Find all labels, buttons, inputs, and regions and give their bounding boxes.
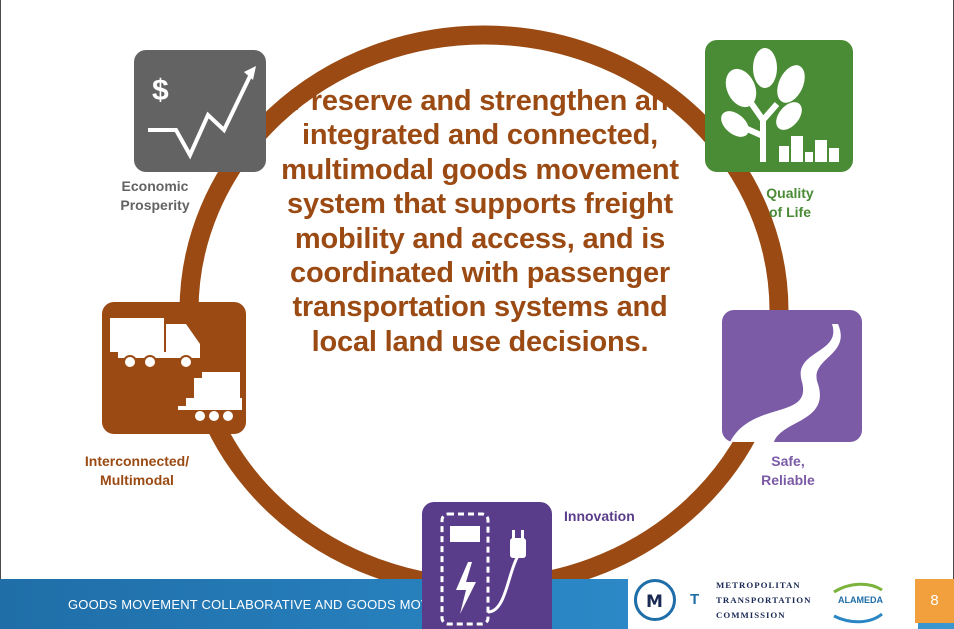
goal-statement: Preserve and strengthen an integrated an…: [281, 85, 679, 358]
page-number: 8: [915, 579, 954, 623]
footer-title: GOODS MOVEMENT COLLABORATIVE AND GOODS M…: [68, 597, 424, 612]
dollar-trend-icon: $: [148, 66, 256, 160]
ev-charger-icon: [440, 512, 526, 626]
tree-city-icon: [721, 48, 839, 162]
svg-text:$: $: [152, 74, 169, 107]
alameda-logo-text: ALAMEDA: [838, 595, 883, 605]
mtc-logo-text: METROPOLITAN TRANSPORTATION COMMISSION: [716, 580, 812, 620]
safe-reliable-tile: [722, 310, 862, 442]
quality-of-life-tile: [705, 40, 853, 172]
innovation-tile: [422, 502, 552, 629]
slide-frame-left: [0, 0, 1, 629]
innovation-label: Innovation: [564, 508, 635, 524]
alameda-logo-icon: [833, 582, 883, 624]
mtc-logo-mark: M: [646, 592, 663, 612]
mtc-logo-t: T: [690, 591, 700, 608]
safe-reliable-label: Safe, Reliable: [761, 453, 815, 488]
mtc-logo-icon: [634, 579, 676, 621]
interconnected-multimodal-label: Interconnected/ Multimodal: [84, 453, 190, 488]
winding-road-icon: [730, 324, 841, 442]
quality-of-life-label: Quality of Life: [766, 185, 814, 220]
economic-prosperity-tile: $: [134, 50, 266, 172]
interconnected-multimodal-tile: [102, 302, 246, 434]
economic-prosperity-label: Economic Prosperity: [120, 178, 190, 213]
truck-train-icon: [110, 318, 242, 421]
